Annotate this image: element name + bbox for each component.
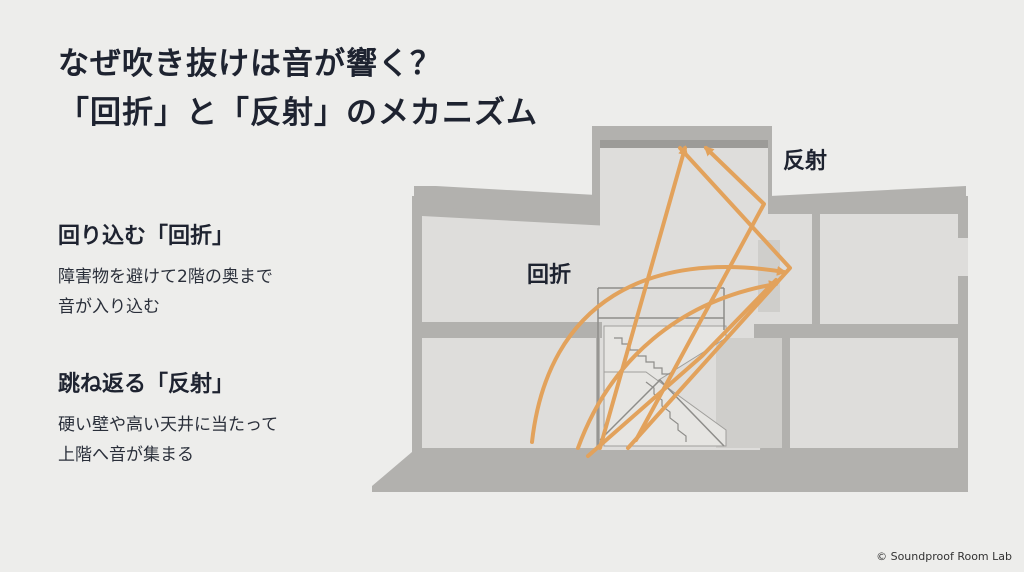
diffraction-line-1: 障害物を避けて2階の奥まで <box>58 267 273 287</box>
diffraction-label: 回折 <box>527 263 572 288</box>
reflection-heading: 跳ね返る「反射」 <box>58 372 235 397</box>
left-roof <box>414 186 614 212</box>
lower-door <box>768 368 776 448</box>
reflection-arrow-1 <box>598 145 688 450</box>
right-roof <box>770 186 966 212</box>
copyright-credit: © Soundproof Room Lab <box>876 550 1012 563</box>
reflection-point: 跳ね返る「反射」 硬い壁や高い天井に当たって 上階へ音が集まる <box>58 370 388 470</box>
room-right-lower <box>790 338 958 448</box>
room-left-lower <box>422 338 596 448</box>
reflection-line-1: 硬い壁や高い天井に当たって <box>58 415 279 435</box>
reflection-description: 硬い壁や高い天井に当たって 上階へ音が集まる <box>58 410 388 470</box>
page-title: なぜ吹き抜けは音が響く？ 「回折」と「反射」のメカニズム <box>58 40 538 138</box>
title-line-1: なぜ吹き抜けは音が響く？ <box>58 46 442 82</box>
sound-arrows <box>530 145 792 458</box>
second-floor-slab-left <box>412 322 602 338</box>
right-partition <box>812 214 820 324</box>
diffraction-arrow-outer <box>530 265 787 444</box>
reflection-label: 反射 <box>783 149 828 174</box>
reflection-arrow-3 <box>586 278 778 458</box>
room-left-upper <box>422 216 610 322</box>
diffraction-description: 障害物を避けて2階の奥まで 音が入り込む <box>58 262 388 322</box>
diffraction-arrow-inner <box>576 280 779 450</box>
stair-railing <box>597 287 725 447</box>
diffraction-point: 回り込む「回折」 障害物を避けて2階の奥まで 音が入り込む <box>58 222 388 322</box>
house-cross-section <box>372 126 968 492</box>
second-floor-slab-right <box>754 324 968 338</box>
diffraction-line-2: 音が入り込む <box>58 297 160 317</box>
reflection-arrow-4 <box>626 146 792 450</box>
floor-slabs <box>412 140 968 450</box>
lower-partition <box>782 338 790 450</box>
stair-steps <box>614 337 687 442</box>
title-line-2: 「回折」と「反射」のメカニズム <box>58 95 538 131</box>
void-ceiling <box>600 140 768 148</box>
reflection-line-2: 上階へ音が集まる <box>58 445 194 465</box>
diffraction-heading: 回り込む「回折」 <box>58 224 235 249</box>
right-window <box>912 238 968 276</box>
reflection-arrow-2 <box>634 145 766 442</box>
ground-slab <box>372 452 968 492</box>
